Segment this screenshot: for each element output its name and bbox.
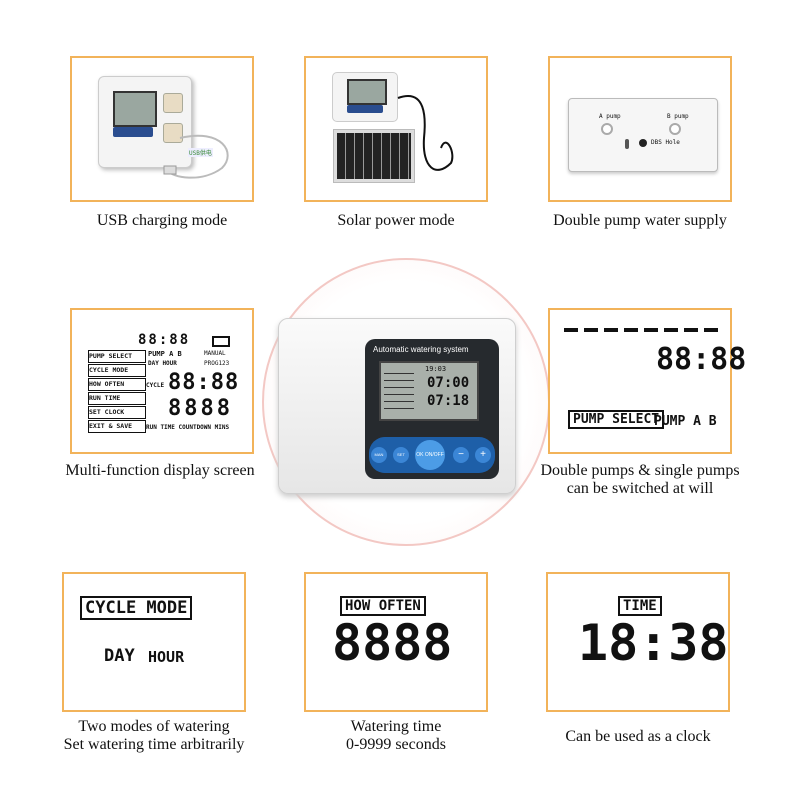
caption-double-pump: Double pump water supply	[553, 212, 727, 229]
ok-onoff-button[interactable]: OK ON/OFF	[415, 440, 445, 470]
lcd-big-digits: 88:88	[168, 370, 240, 395]
menu-pump-select: PUMP SELECT	[88, 350, 146, 363]
usb-cable-label: USB供电	[188, 148, 213, 157]
button-row: MAN SET OK ON/OFF − +	[369, 437, 495, 473]
pump-select-panel: 88:88 PUMP SELECT PUMP A B	[548, 308, 746, 454]
clock-panel: TIME 18:38	[546, 572, 730, 712]
dashed-top-line	[564, 328, 722, 332]
caption-solar: Solar power mode	[337, 212, 455, 229]
caption-display: Multi-function display screen	[65, 462, 255, 479]
plus-button[interactable]: +	[475, 447, 491, 463]
lcd-top-digits: 88:88	[138, 332, 191, 348]
device-lcd-menu	[384, 373, 414, 413]
watering-controller: Automatic watering system 19:03 07:00 07…	[278, 318, 516, 494]
menu-set-clock: SET CLOCK	[88, 406, 146, 419]
caption-switch-1: Double pumps & single pumps	[540, 462, 740, 479]
caption-time-2: 0-9999 seconds	[346, 736, 446, 753]
lcd-pump-ab: PUMP A B	[148, 350, 182, 358]
clock-digits: 18:38	[578, 614, 729, 672]
caption-modes-2: Set watering time arbitrarily	[63, 736, 245, 753]
device-title: Automatic watering system	[373, 345, 469, 354]
a-pump-port	[601, 123, 613, 135]
lcd-manual: MANUAL	[204, 350, 226, 357]
time-label: TIME	[618, 596, 662, 616]
controller-buttons	[113, 127, 153, 137]
lcd-digits: 88:88	[656, 342, 747, 377]
caption-time-1: Watering time	[350, 718, 442, 735]
usb-port	[625, 139, 629, 149]
device-lcd-row1: 07:00	[427, 375, 470, 391]
pump-select-label: PUMP SELECT	[568, 410, 665, 429]
caption-switch-2: can be switched at will	[566, 480, 714, 497]
device-lcd-row2: 07:18	[427, 393, 470, 409]
display-screen-panel: 88:88 PUMP SELECT CYCLE MODE HOW OFTEN R…	[70, 308, 254, 454]
controller-device-image	[98, 76, 192, 168]
device-bottom-image: A pump B pump DBS Hole	[568, 98, 718, 172]
cycle-mode-panel: CYCLE MODE DAY HOUR	[62, 572, 246, 712]
lcd-day-hour: DAY HOUR	[148, 360, 177, 367]
menu-how-often: HOW OFTEN	[88, 378, 146, 391]
how-often-label: HOW OFTEN	[340, 596, 426, 616]
hour-label: HOUR	[148, 648, 185, 666]
battery-icon	[212, 336, 230, 347]
lcd-bottom-digits: 8888	[168, 396, 233, 421]
usb-charging-panel: USB供电	[70, 56, 254, 202]
a-pump-label: A pump	[599, 113, 621, 120]
day-label: DAY	[104, 646, 135, 666]
set-button[interactable]: SET	[393, 447, 409, 463]
usb-cable-icon	[163, 134, 229, 179]
power-cable-icon	[397, 95, 454, 171]
lcd-prog: PROG123	[204, 360, 230, 367]
man-button[interactable]: MAN	[371, 447, 387, 463]
b-pump-port	[669, 123, 681, 135]
device-lcd: 19:03 07:00 07:18	[379, 361, 479, 421]
caption-usb: USB charging mode	[96, 212, 228, 229]
cycle-mode-label: CYCLE MODE	[80, 596, 193, 620]
caption-modes-1: Two modes of watering	[78, 718, 230, 735]
menu-exit-save: EXIT & SAVE	[88, 420, 146, 433]
solar-panel-image	[334, 130, 414, 182]
controller-face: Automatic watering system 19:03 07:00 07…	[365, 339, 499, 479]
lcd-cycle: CYCLE	[146, 382, 165, 389]
b-pump-label: B pump	[667, 113, 689, 120]
device-lcd-time: 19:03	[425, 365, 447, 373]
dbs-hole	[639, 139, 647, 147]
controller-buttons	[347, 105, 383, 113]
caption-clock: Can be used as a clock	[565, 728, 711, 745]
how-often-digits: 8888	[332, 614, 453, 672]
pump-ab-label: PUMP A B	[654, 414, 717, 429]
controller-device-image	[332, 72, 398, 122]
menu-cycle-mode: CYCLE MODE	[88, 364, 146, 377]
dbs-hole-label: DBS Hole	[651, 139, 680, 146]
double-pump-panel: A pump B pump DBS Hole	[548, 56, 732, 202]
lcd-menu: PUMP SELECT CYCLE MODE HOW OFTEN RUN TIM…	[88, 350, 146, 433]
controller-screen	[113, 91, 157, 127]
how-often-panel: HOW OFTEN 8888	[304, 572, 488, 712]
pump-port-a	[163, 93, 183, 113]
pump-port-b	[163, 123, 183, 143]
lcd-footer: RUN TIME COUNTDOWN MINS	[146, 424, 230, 431]
minus-button[interactable]: −	[453, 447, 469, 463]
controller-screen	[347, 79, 387, 105]
solar-power-panel	[304, 56, 488, 202]
menu-run-time: RUN TIME	[88, 392, 146, 405]
